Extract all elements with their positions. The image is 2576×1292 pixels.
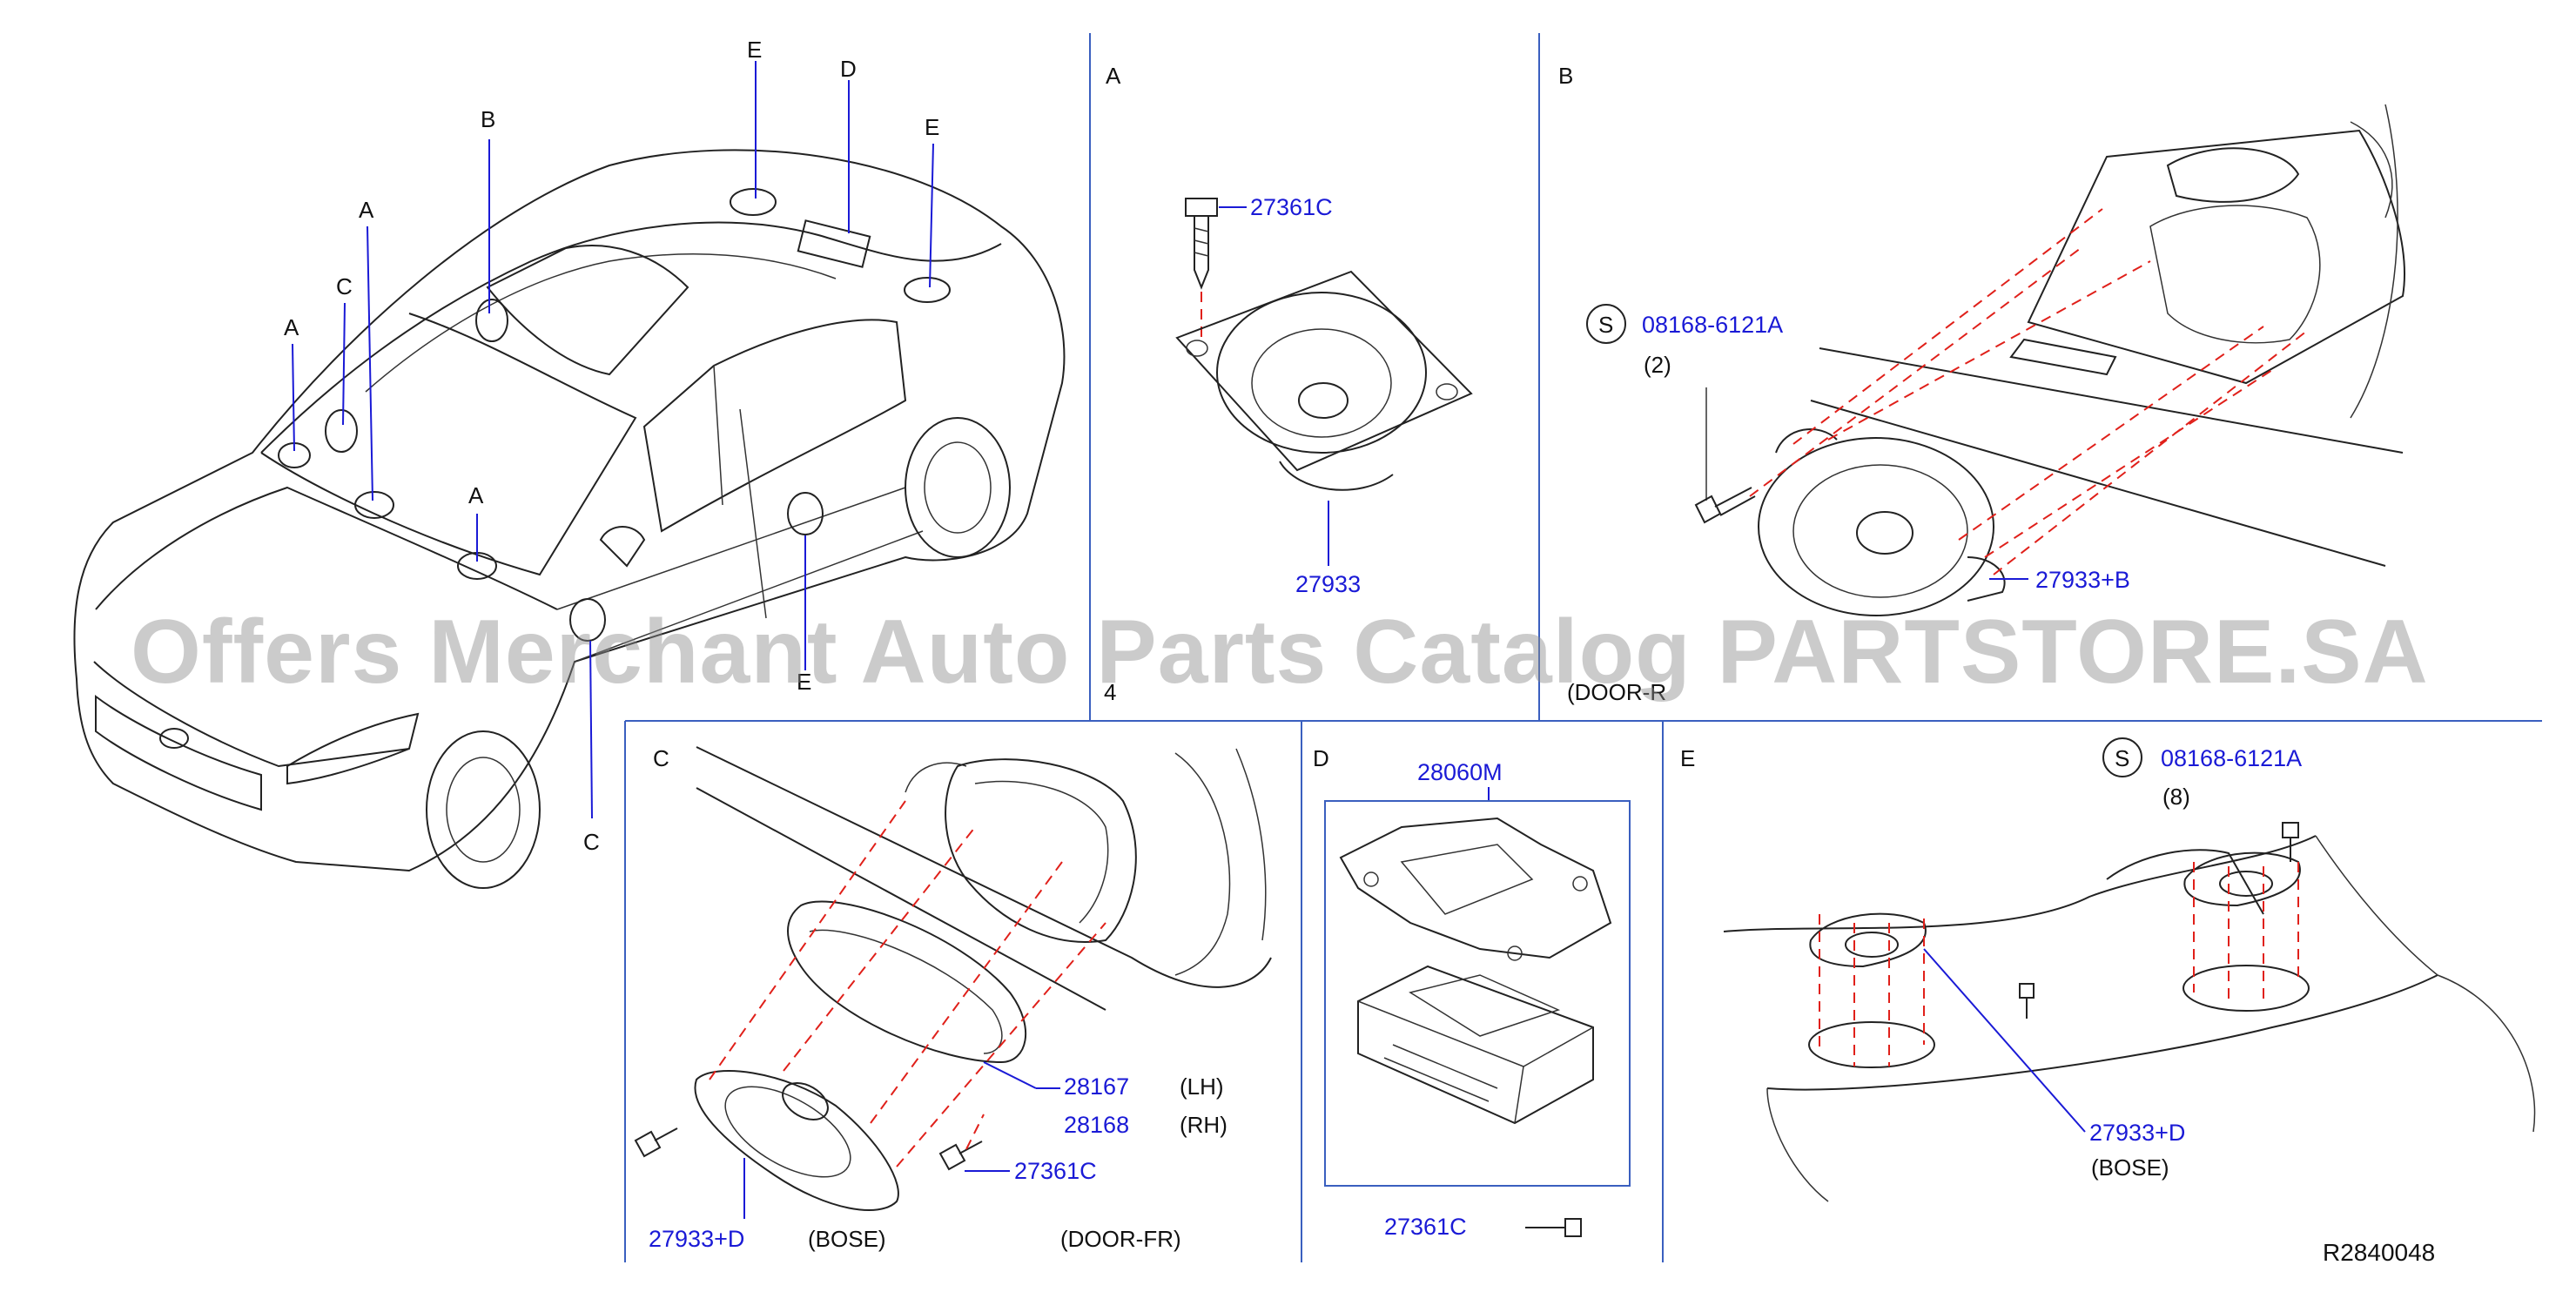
watermark: Offers Merchant Auto Parts Catalog PARTS… — [131, 602, 2429, 703]
diagram-id: R2840048 — [2323, 1239, 2435, 1266]
section-e-symbol-circle — [2102, 737, 2142, 777]
section-c-note-door: (DOOR-FR) — [1060, 1226, 1181, 1252]
section-e-part-speaker: 27933+D — [2089, 1120, 2185, 1146]
section-c-side-rh: (RH) — [1180, 1112, 1227, 1138]
car-label-e-door: E — [797, 669, 811, 695]
section-a-letter: A — [1106, 63, 1121, 89]
section-e-symbol: S — [2115, 745, 2129, 771]
section-e-qty: (8) — [2162, 784, 2190, 810]
section-b-qty: (2) — [1644, 352, 1671, 378]
section-e-note-bose: (BOSE) — [2091, 1154, 2169, 1181]
section-a-part-speaker: 27933 — [1295, 571, 1361, 597]
car-label-a-center: A — [359, 197, 374, 223]
section-b-symbol-circle — [1586, 304, 1626, 344]
section-c: C 28167 (LH) 28168 (RH) 27361C — [634, 745, 1272, 1252]
section-c-part-spacer-rh: 28168 — [1064, 1112, 1129, 1138]
car-label-a-dash: A — [468, 482, 484, 508]
section-c-part-spacer-lh: 28167 — [1064, 1073, 1129, 1100]
car-label-e-roof: E — [747, 37, 762, 63]
section-d-part-amplifier: 28060M — [1417, 759, 1503, 785]
section-b-part-speaker: 27933+B — [2035, 567, 2130, 593]
section-e-letter: E — [1680, 745, 1695, 771]
section-b-letter: B — [1558, 63, 1573, 89]
section-c-side-lh: (LH) — [1180, 1073, 1224, 1100]
section-e: E S 08168-6121A (8) 27933+D — [1680, 737, 2536, 1202]
section-c-part-screw: 27361C — [1014, 1158, 1097, 1184]
section-a-note: 4 — [1104, 679, 1116, 705]
section-a-part-screw: 27361C — [1250, 194, 1333, 220]
section-b-part-bolt: 08168-6121A — [1642, 312, 1783, 338]
section-b-note: (DOOR-R — [1567, 679, 1666, 705]
section-a: A 27361C 27933 4 — [1104, 63, 1473, 705]
section-b-symbol: S — [1598, 312, 1613, 338]
section-c-note-bose: (BOSE) — [808, 1226, 886, 1252]
car-label-e-rear: E — [925, 114, 939, 140]
section-d: D 28060M 27361C — [1313, 745, 1631, 1240]
section-c-letter: C — [653, 745, 669, 771]
section-b: B S 08168-6121A (2) 27933+B (DOOR-R — [1558, 63, 2405, 705]
car-label-c-door: C — [583, 829, 600, 855]
car-label-a-left: A — [284, 314, 299, 340]
section-d-part-screw: 27361C — [1384, 1214, 1467, 1240]
section-d-letter: D — [1313, 745, 1329, 771]
car-label-b: B — [481, 106, 495, 132]
car-overview: E D B E A C A A E C — [73, 37, 1066, 889]
section-c-part-speaker: 27933+D — [649, 1226, 744, 1252]
section-d-frame — [1324, 800, 1631, 1187]
section-separators — [624, 33, 2542, 1262]
car-label-d: D — [840, 56, 857, 82]
car-label-c-pillar: C — [336, 273, 353, 299]
section-e-part-bolt: 08168-6121A — [2161, 745, 2302, 771]
